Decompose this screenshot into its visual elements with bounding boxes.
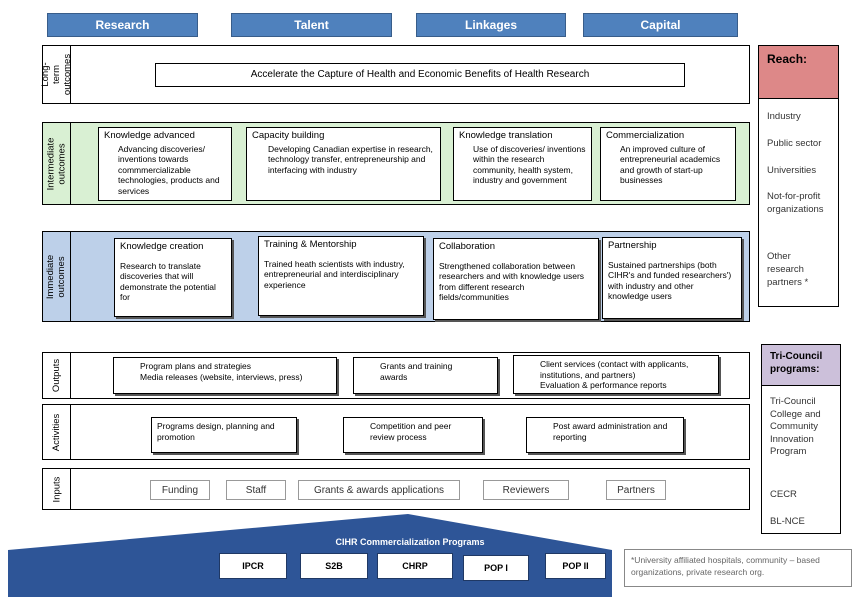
program-chrp: CHRP [377, 553, 453, 579]
activities-band: Activities Programs design, planning and… [42, 404, 750, 460]
intermediate-label: Intermediate outcomes [43, 123, 71, 204]
inputs-band: Inputs Funding Staff Grants & awards app… [42, 468, 750, 510]
input-grants-applications: Grants & awards applications [298, 480, 460, 500]
tricouncil-item-cecr: CECR [770, 489, 797, 500]
tricouncil-title: Tri-Council programs: [770, 351, 823, 375]
program-ipcr: IPCR [219, 553, 287, 579]
footnote-box: *University affiliated hospitals, commun… [624, 549, 852, 587]
long-term-band: Long-term outcomes Accelerate the Captur… [40, 45, 750, 104]
immediate-box-knowledge-creation: Knowledge creation Research to translate… [114, 238, 232, 317]
outputs-band: Outputs Program plans and strategies Med… [42, 352, 750, 399]
reach-item-industry: Industry [767, 111, 801, 122]
reach-title-box: Reach: [758, 45, 839, 99]
long-term-outcome: Accelerate the Capture of Health and Eco… [155, 63, 685, 87]
outputs-label: Outputs [43, 353, 71, 398]
reach-title: Reach: [767, 52, 808, 66]
tricouncil-title-box: Tri-Council programs: [761, 344, 841, 386]
header-talent-label: Talent [294, 18, 329, 32]
output-box-program-plans: Program plans and strategies Media relea… [113, 357, 337, 394]
reach-item-public-sector: Public sector [767, 138, 822, 149]
intermediate-box-knowledge-translation: Knowledge translation Use of discoveries… [453, 127, 592, 201]
program-pop-ii: POP II [545, 553, 606, 579]
inputs-label: Inputs [43, 469, 71, 509]
reach-item-other: Other research partners * [767, 251, 809, 288]
tricouncil-item-blnce: BL-NCE [770, 516, 805, 527]
reach-item-universities: Universities [767, 165, 817, 176]
header-talent: Talent [231, 13, 392, 37]
reach-item-nonprofit: Not-for-profit organizations [767, 191, 824, 215]
intermediate-box-commercialization: Commercialization An improved culture of… [600, 127, 736, 201]
programs-title: CIHR Commercialization Programs [335, 537, 485, 547]
output-box-grants: Grants and training awards [353, 357, 498, 394]
reach-panel: Reach: Industry Public sector Universiti… [758, 45, 839, 307]
header-research: Research [47, 13, 198, 37]
intermediate-band: Intermediate outcomes Knowledge advanced… [42, 122, 750, 205]
header-research-label: Research [95, 18, 150, 32]
program-pop-i: POP I [463, 555, 529, 581]
immediate-box-partnership: Partnership Sustained partnerships (both… [602, 237, 742, 319]
footnote-text: *University affiliated hospitals, commun… [631, 555, 820, 577]
intermediate-box-knowledge-advanced: Knowledge advanced Advancing discoveries… [98, 127, 232, 201]
activities-label: Activities [43, 405, 71, 459]
long-term-label: Long-term outcomes [40, 46, 73, 103]
intermediate-box-capacity-building: Capacity building Developing Canadian ex… [246, 127, 441, 201]
header-linkages: Linkages [416, 13, 566, 37]
input-staff: Staff [226, 480, 286, 500]
input-funding: Funding [150, 480, 210, 500]
activity-box-programs-design: Programs design, planning and promotion [151, 417, 297, 453]
immediate-box-collaboration: Collaboration Strengthened collaboration… [433, 238, 599, 320]
activity-box-competition: Competition and peer review process [343, 417, 483, 453]
immediate-label: Immediate outcomes [43, 232, 71, 321]
program-s2b: S2B [300, 553, 368, 579]
header-linkages-label: Linkages [464, 18, 518, 32]
header-capital-label: Capital [640, 18, 681, 32]
immediate-box-training-mentorship: Training & Mentorship Trained heath scie… [258, 236, 424, 316]
output-box-client-services: Client services (contact with applicants… [513, 355, 719, 394]
tricouncil-item-college: Tri-Council College and Community Innova… [770, 396, 821, 457]
tricouncil-panel: Tri-Council programs: Tri-Council Colleg… [761, 344, 841, 534]
long-term-outcome-text: Accelerate the Capture of Health and Eco… [250, 68, 590, 80]
immediate-band: Immediate outcomes Knowledge creation Re… [42, 231, 750, 322]
input-reviewers: Reviewers [483, 480, 569, 500]
input-partners: Partners [606, 480, 666, 500]
header-capital: Capital [583, 13, 738, 37]
activity-box-post-award: Post award administration and reporting [526, 417, 684, 453]
